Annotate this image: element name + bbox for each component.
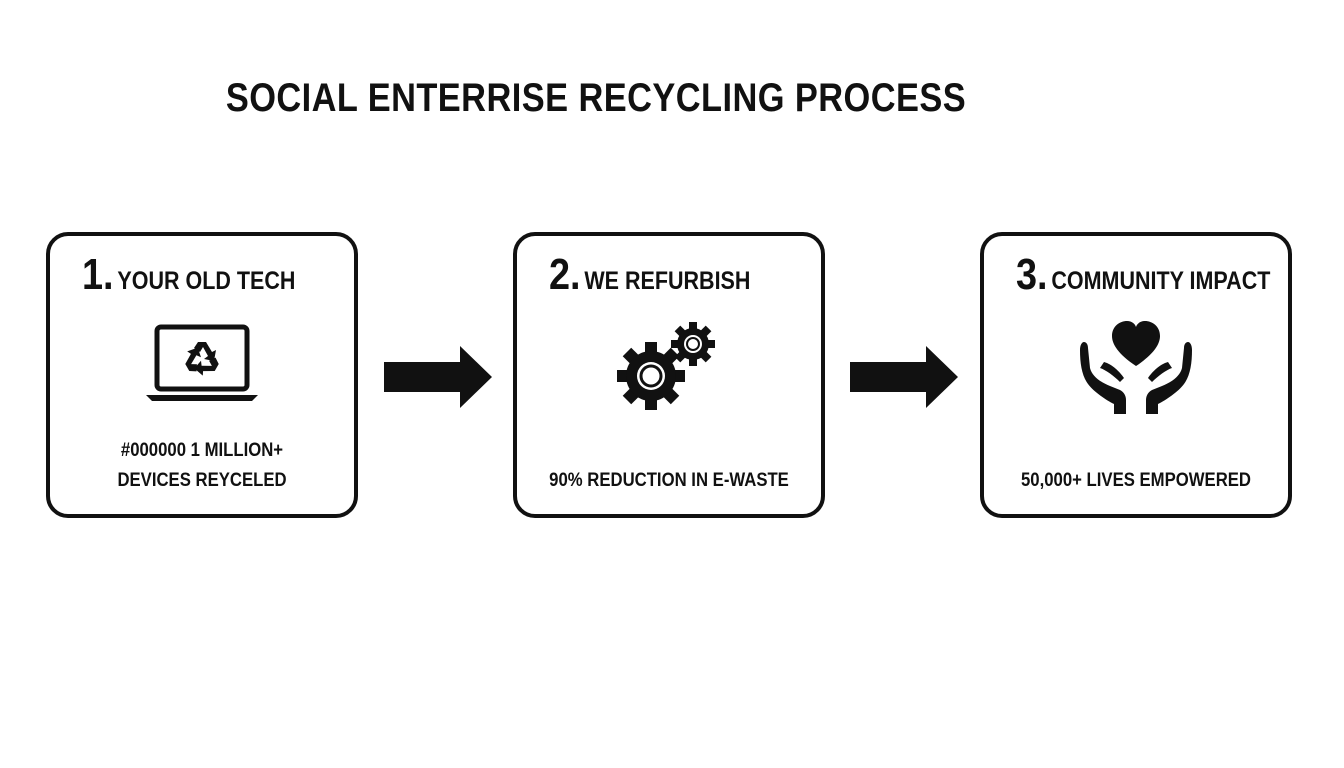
laptop-recycle-icon [50,316,354,416]
step-card-old-tech: 1. YOUR OLD TECH #000000 1 MILLION+ DEVI… [46,232,358,518]
caption-line: #000000 1 MILLION+ [120,440,284,461]
step-heading: 2. WE REFURBISH [549,250,750,300]
step-caption: 90% REDUCTION IN E-WASTE [535,466,803,496]
step-card-community-impact: 3. COMMUNITY IMPACT 50,000+ LIVES EMPOWE… [980,232,1292,518]
caption-line: 90% REDUCTION IN E-WASTE [549,470,789,491]
step-caption: 50,000+ LIVES EMPOWERED [1002,466,1270,496]
arrow-right-icon [384,346,492,413]
caption-line: DEVICES REYCELED [117,470,287,491]
caption-line: 50,000+ LIVES EMPOWERED [1021,470,1251,491]
step-caption: #000000 1 MILLION+ DEVICES REYCELED [68,436,336,496]
hands-heart-icon [984,316,1288,416]
gears-icon [517,316,821,416]
step-title: WE REFURBISH [584,267,751,295]
step-card-refurbish: 2. WE REFURBISH [513,232,825,518]
step-heading: 1. YOUR OLD TECH [82,250,295,300]
step-number: 1. [82,250,114,299]
step-title: YOUR OLD TECH [117,267,296,295]
diagram-title: SOCIAL ENTERRISE RECYCLING PROCESS [225,76,967,120]
arrow-right-icon [850,346,958,413]
step-number: 2. [549,250,581,299]
step-title: COMMUNITY IMPACT [1051,267,1271,295]
step-heading: 3. COMMUNITY IMPACT [1016,250,1270,300]
step-number: 3. [1016,250,1048,299]
